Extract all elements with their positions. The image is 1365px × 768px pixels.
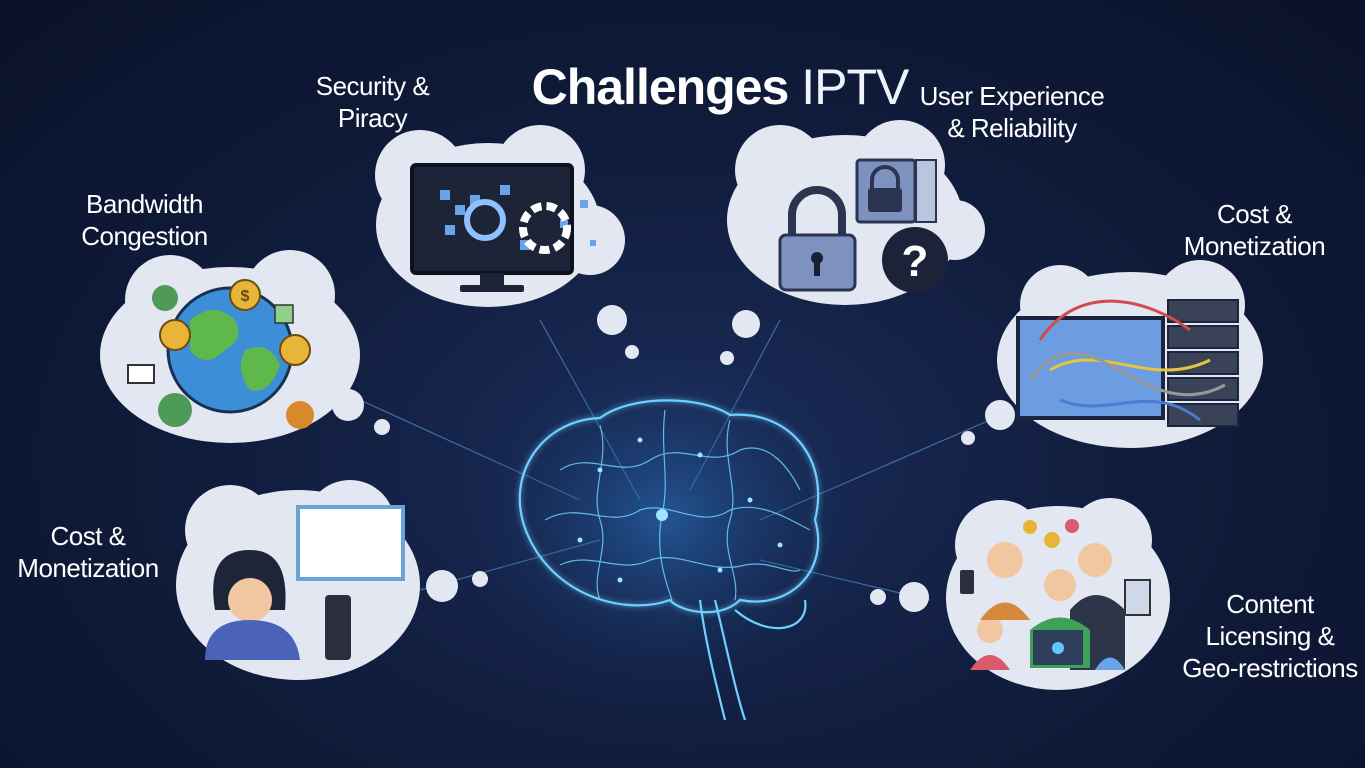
dollar-coins-icon — [159, 279, 311, 366]
woman-remote-icon — [205, 505, 405, 660]
label-user-experience: User Experience & Reliability — [919, 81, 1105, 143]
lock-panel-icon — [855, 158, 937, 224]
label-bandwidth: Bandwidth Congestion — [81, 189, 208, 251]
question-mark: ? — [902, 237, 929, 286]
server-cables-icon — [1016, 299, 1239, 427]
label-content-licensing: Content Licensing & Geo-restrictions — [1182, 589, 1358, 683]
label-cost-right: Cost & Monetization — [1183, 199, 1326, 261]
dollar-sign: $ — [241, 288, 250, 305]
title-light: IPTV — [801, 59, 909, 115]
monitor-icon — [410, 163, 596, 292]
label-cost-left: Cost & Monetization — [17, 521, 159, 583]
people-group-icon — [960, 519, 1151, 670]
globe-icon: $ — [127, 279, 314, 429]
padlock-icon — [778, 186, 857, 292]
brain-icon — [518, 399, 820, 721]
question-icon: ? — [882, 227, 948, 293]
page-title: Challenges IPTV — [0, 58, 1365, 116]
label-security-piracy: Security & Piracy — [315, 71, 430, 133]
thought-bubbles — [332, 305, 1015, 612]
title-bold: Challenges — [531, 59, 790, 115]
